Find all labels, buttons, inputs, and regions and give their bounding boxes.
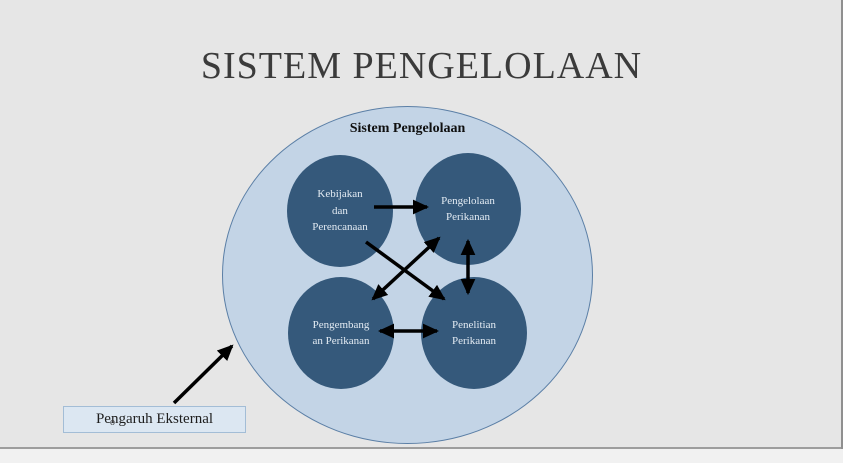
- slide-bottom-edge: [0, 447, 843, 449]
- below-slide-area: [0, 449, 843, 463]
- node-kebijakan-perencanaan: Kebijakan dan Perencanaan: [287, 155, 393, 267]
- node-pengembangan-perikanan: Pengembang an Perikanan: [288, 277, 394, 389]
- node-label-kebijakan: Kebijakan dan Perencanaan: [312, 188, 368, 234]
- arrow-external-to-system: [172, 344, 234, 405]
- external-sub-bullet: o: [110, 417, 115, 428]
- system-label: Sistem Pengelolaan: [349, 121, 466, 136]
- slide-title: SISTEM PENGELOLAAN: [200, 45, 643, 87]
- node-penelitian-perikanan: Penelitian Perikanan: [421, 277, 527, 389]
- external-influence-box: Pengaruh Eksternal: [63, 406, 246, 433]
- node-label-pengembangan: Pengembang an Perikanan: [312, 318, 370, 348]
- system-boundary-ellipse: [222, 106, 593, 444]
- node-pengelolaan-perikanan: Pengelolaan Perikanan: [415, 153, 521, 265]
- window-right-edge: [841, 0, 843, 449]
- node-label-penelitian: Penelitian Perikanan: [452, 318, 496, 348]
- node-label-pengelolaan: Pengelolaan Perikanan: [441, 194, 495, 224]
- external-influence-label: Pengaruh Eksternal: [95, 411, 214, 427]
